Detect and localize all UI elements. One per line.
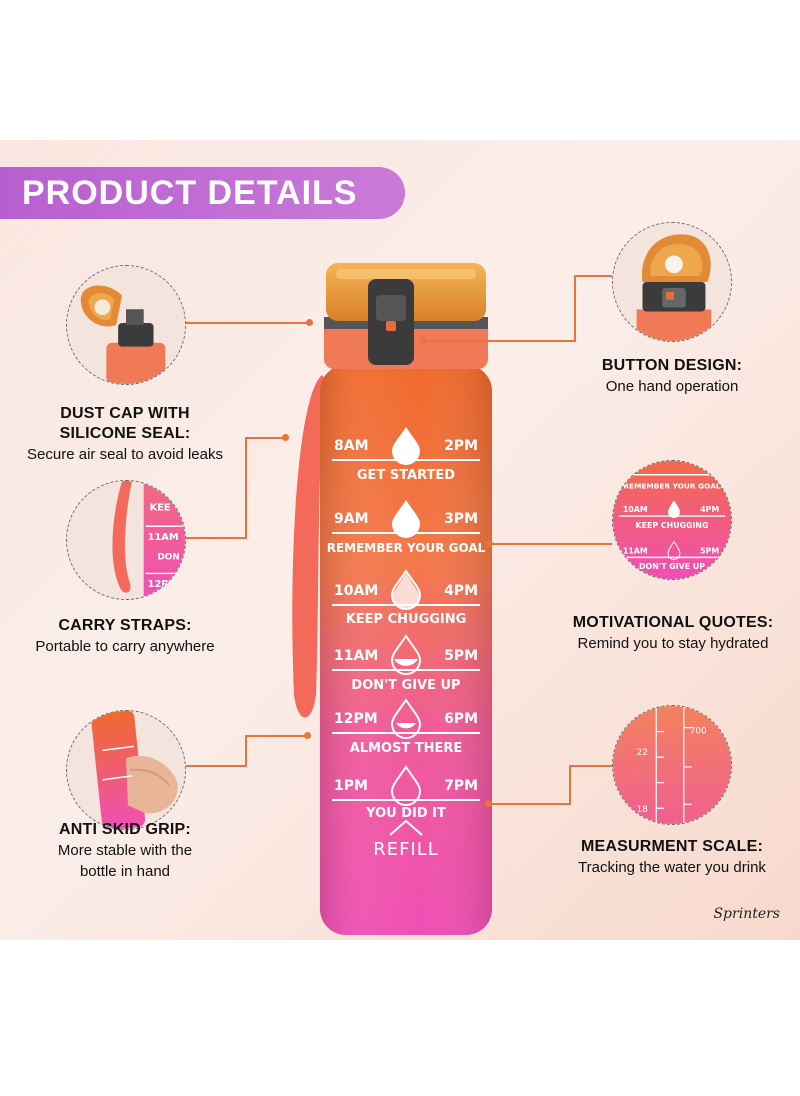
strap-zoom-text: 12P — [148, 579, 169, 590]
connector-segment — [245, 735, 307, 737]
marker-left: 8AM — [334, 438, 369, 454]
refill-label: REFILL — [373, 839, 439, 860]
measurement-scale-closeup: 700 22 18 — [612, 705, 732, 825]
motivational-quotes-closeup: REMEMBER YOUR GOAL 10AM 4PM KEEP CHUGGIN… — [612, 460, 732, 580]
time-markers: 8AM 2PM GET STARTED 9AM 3PM REMEMBER YOU… — [327, 427, 486, 860]
connector-dust-cap — [186, 322, 310, 324]
scale-label: 18 — [637, 805, 649, 815]
water-bottle: 8AM 2PM GET STARTED 9AM 3PM REMEMBER YOU… — [280, 255, 510, 935]
product-details-banner: PRODUCT DETAILS — [0, 167, 405, 219]
connector-segment — [569, 765, 612, 767]
feature-title: DUST CAP WITH — [60, 405, 190, 422]
quote-zoom-text: REMEMBER YOUR GOAL — [623, 482, 721, 491]
marker-right: 6PM — [444, 711, 478, 727]
marker-right: 3PM — [444, 511, 478, 527]
connector-segment — [574, 275, 612, 277]
marker-quote: ALMOST THERE — [350, 741, 463, 756]
strap-zoom-text: KEE — [150, 503, 171, 514]
connector-carry-straps — [186, 537, 246, 539]
marker-left: 11AM — [334, 648, 378, 664]
feature-desc: More stable with the — [57, 842, 193, 859]
feature-desc: Portable to carry anywhere — [35, 638, 215, 655]
marker-quote: REMEMBER YOUR GOAL — [327, 541, 486, 555]
connector-dot — [306, 319, 313, 326]
feature-button: BUTTON DESIGN: One hand operation — [556, 356, 788, 397]
scale-label: 22 — [637, 748, 648, 758]
feature-title: CARRY STRAPS: — [58, 617, 192, 634]
feature-anti-skid: ANTI SKID GRIP: More stable with the bot… — [10, 820, 240, 882]
strap-zoom-text: DON — [157, 553, 179, 563]
quote-zoom-time: 4PM — [700, 505, 719, 514]
feature-desc: Remind you to stay hydrated — [577, 635, 769, 652]
connector-dot — [485, 800, 492, 807]
connector-quotes — [490, 543, 612, 545]
scale-label: 700 — [690, 727, 707, 737]
feature-desc: Secure air seal to avoid leaks — [27, 446, 223, 463]
feature-title: SILICONE SEAL: — [59, 425, 191, 442]
marker-quote: GET STARTED — [357, 468, 455, 483]
refill-arrow-icon — [389, 819, 423, 836]
connector-segment — [569, 765, 571, 805]
connector-dot — [304, 732, 311, 739]
connector-button — [425, 340, 575, 342]
connector-segment — [574, 275, 576, 342]
water-bottle-illustration: 8AM 2PM GET STARTED 9AM 3PM REMEMBER YOU… — [292, 263, 492, 935]
quote-zoom-time: 11AM — [623, 546, 648, 555]
feature-title: BUTTON DESIGN: — [601, 357, 743, 374]
marker-left: 9AM — [334, 511, 369, 527]
feature-title: MOTIVATIONAL QUOTES: — [572, 614, 774, 631]
strap-zoom-text: 11AM — [148, 532, 179, 543]
marker-right: 2PM — [444, 438, 478, 454]
dust-cap-closeup — [66, 265, 186, 385]
feature-desc: bottle in hand — [79, 863, 171, 880]
feature-desc: Tracking the water you drink — [578, 859, 766, 876]
feature-scale: MEASURMENT SCALE: Tracking the water you… — [552, 837, 792, 878]
marker-quote: KEEP CHUGGING — [346, 612, 467, 627]
feature-title: MEASURMENT SCALE: — [580, 838, 764, 855]
marker-quote: DON'T GIVE UP — [351, 678, 460, 693]
connector-segment — [245, 735, 247, 767]
marker-quote: YOU DID IT — [365, 806, 446, 821]
feature-carry-straps: CARRY STRAPS: Portable to carry anywhere — [10, 616, 240, 657]
connector-anti-skid — [186, 765, 246, 767]
carry-strap-closeup: KEE 11AM DON 12P — [66, 480, 186, 600]
brand-logo-text: Sprinters — [713, 906, 780, 922]
marker-left: 1PM — [334, 778, 368, 794]
connector-segment — [245, 437, 285, 439]
marker-left: 10AM — [334, 583, 378, 599]
connector-segment — [245, 437, 247, 539]
marker-right: 7PM — [444, 778, 478, 794]
marker-left: 12PM — [334, 711, 378, 727]
button-design-closeup — [612, 222, 732, 342]
banner-title: PRODUCT DETAILS — [22, 173, 358, 212]
quote-zoom-time: 10AM — [623, 505, 648, 514]
feature-title: ANTI SKID GRIP: — [59, 821, 191, 838]
connector-dot — [486, 540, 493, 547]
feature-desc: One hand operation — [605, 378, 739, 395]
connector-dot — [282, 434, 289, 441]
feature-dust-cap: DUST CAP WITH SILICONE SEAL: Secure air … — [10, 404, 240, 465]
anti-skid-grip-closeup — [66, 710, 186, 830]
quote-zoom-text: KEEP CHUGGING — [636, 521, 709, 530]
connector-dot — [420, 337, 427, 344]
connector-scale — [488, 803, 570, 805]
feature-quotes: MOTIVATIONAL QUOTES: Remind you to stay … — [550, 613, 796, 654]
quote-zoom-text: DON'T GIVE UP — [639, 562, 705, 571]
marker-right: 5PM — [444, 648, 478, 664]
marker-right: 4PM — [444, 583, 478, 599]
quote-zoom-time: 5PM — [700, 546, 719, 555]
